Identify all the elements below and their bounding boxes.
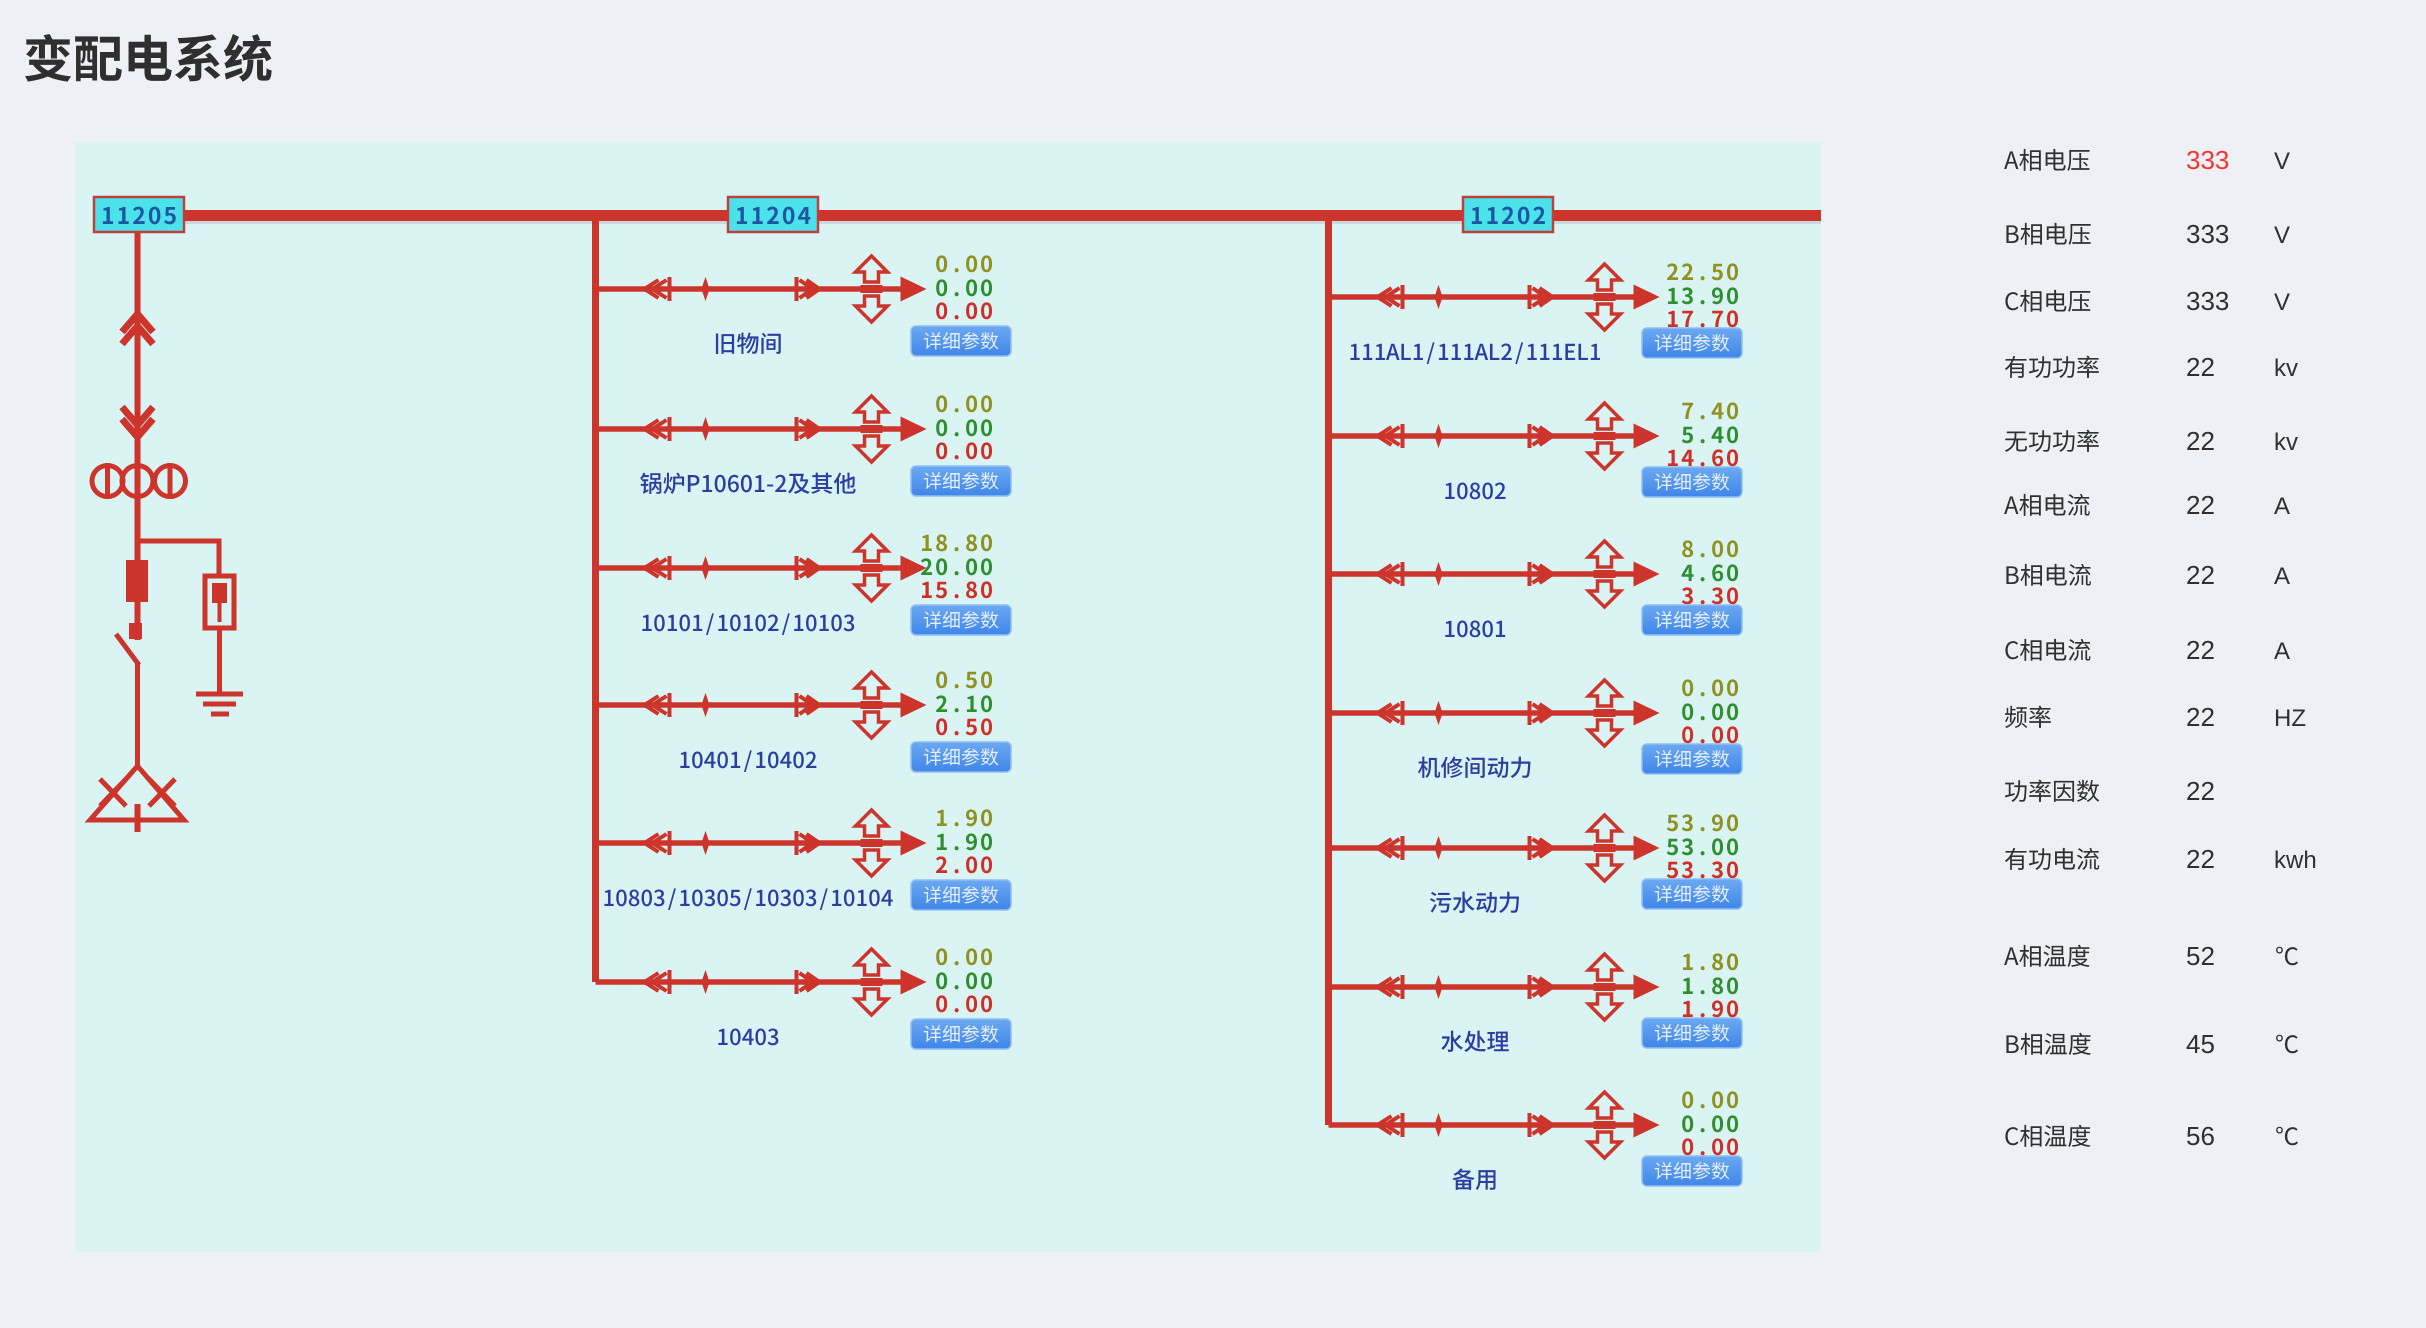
svg-text:56: 56 — [2186, 1121, 2215, 1151]
svg-text:V: V — [2274, 148, 2290, 175]
svg-text:22: 22 — [2186, 352, 2215, 382]
svg-text:22: 22 — [2186, 426, 2215, 456]
svg-text:kwh: kwh — [2274, 847, 2317, 874]
svg-text:333: 333 — [2186, 145, 2229, 175]
svg-text:22: 22 — [2186, 776, 2215, 806]
svg-text:V: V — [2274, 289, 2290, 316]
svg-text:22: 22 — [2186, 702, 2215, 732]
svg-text:22: 22 — [2186, 560, 2215, 590]
svg-text:22: 22 — [2186, 635, 2215, 665]
svg-text:kv: kv — [2274, 429, 2298, 456]
svg-text:333: 333 — [2186, 286, 2229, 316]
svg-text:V: V — [2274, 222, 2290, 249]
svg-text:A: A — [2274, 638, 2290, 665]
svg-text:A: A — [2274, 563, 2290, 590]
svg-text:45: 45 — [2186, 1029, 2215, 1059]
svg-text:333: 333 — [2186, 219, 2229, 249]
svg-text:A: A — [2274, 493, 2290, 520]
svg-text:kv: kv — [2274, 355, 2298, 382]
svg-text:52: 52 — [2186, 941, 2215, 971]
svg-text:22: 22 — [2186, 844, 2215, 874]
svg-text:HZ: HZ — [2274, 705, 2306, 732]
svg-text:22: 22 — [2186, 490, 2215, 520]
